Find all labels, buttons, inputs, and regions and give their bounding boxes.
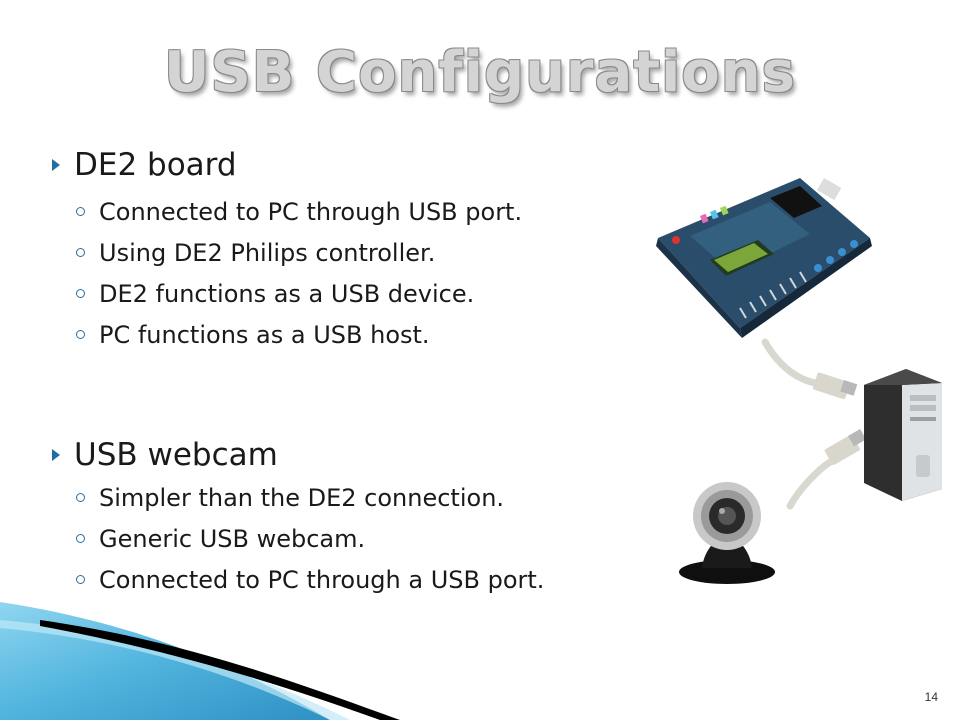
bullet-ring-icon: [76, 493, 85, 502]
bullet-ring-icon: [76, 330, 85, 339]
bullet-ring-icon: [76, 248, 85, 257]
sub-bullet-text: Connected to PC through USB port.: [99, 197, 523, 226]
webcam-icon: [679, 482, 775, 584]
bullet-heading: USB webcam: [50, 435, 670, 475]
decorative-wave: [0, 602, 400, 720]
section-de2-board: DE2 board Connected to PC through USB po…: [50, 145, 670, 355]
sub-bullet-text: Simpler than the DE2 connection.: [99, 483, 505, 512]
section-usb-webcam: USB webcam Simpler than the DE2 connecti…: [50, 435, 670, 600]
bullet-ring-icon: [76, 575, 85, 584]
sub-bullet: Generic USB webcam.: [50, 518, 670, 559]
bullet-ring-icon: [76, 207, 85, 216]
sub-bullet-text: DE2 functions as a USB device.: [99, 279, 475, 308]
sub-bullet: DE2 functions as a USB device.: [50, 273, 670, 314]
sub-bullet-text: Generic USB webcam.: [99, 524, 366, 553]
sub-bullet: Connected to PC through USB port.: [50, 191, 670, 232]
sub-bullet-text: Using DE2 Philips controller.: [99, 238, 436, 267]
bullet-triangle-icon: [52, 449, 60, 461]
sub-bullet-text: Connected to PC through a USB port.: [99, 565, 545, 594]
heading-text: USB webcam: [74, 437, 278, 473]
heading-text: DE2 board: [74, 147, 237, 183]
de2-board-icon: [656, 178, 872, 338]
pc-tower-icon: [864, 369, 942, 501]
sub-bullet: Connected to PC through a USB port.: [50, 559, 670, 600]
bullet-ring-icon: [76, 534, 85, 543]
usb-cable-icon: [761, 338, 867, 510]
sub-bullet-text: PC functions as a USB host.: [99, 320, 430, 349]
slide-title: USB Configurations: [164, 40, 796, 105]
sub-bullet: Using DE2 Philips controller.: [50, 232, 670, 273]
sub-bullet: PC functions as a USB host.: [50, 314, 670, 355]
sub-bullet: Simpler than the DE2 connection.: [50, 477, 670, 518]
page-number: 14: [924, 690, 938, 704]
bullet-ring-icon: [76, 289, 85, 298]
bullet-heading: DE2 board: [50, 145, 670, 185]
bullet-triangle-icon: [52, 159, 60, 171]
